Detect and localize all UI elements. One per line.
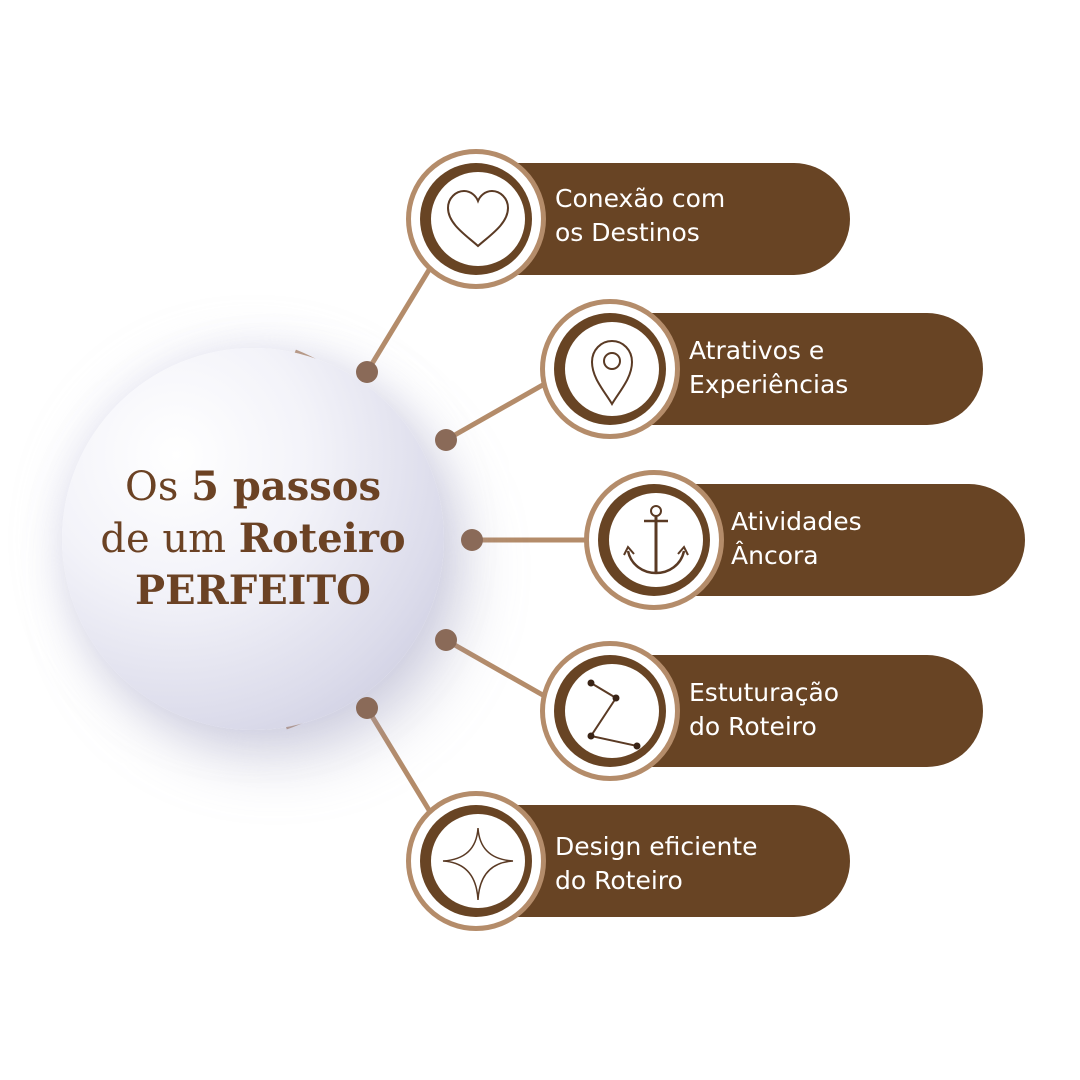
step-3-label: Atividades Âncora — [731, 505, 862, 573]
title-line-3: PERFEITO — [135, 565, 371, 617]
step-5-label: Design eficiente do Roteiro — [555, 830, 758, 898]
title-text: Os — [125, 464, 192, 510]
connector-dot-3 — [461, 529, 483, 551]
step-5-disc — [420, 805, 532, 917]
anchor-icon — [623, 505, 689, 575]
title-emphasis: 5 passos — [191, 463, 381, 510]
title-emphasis: Roteiro — [238, 515, 406, 562]
step-4-label-line-2: do Roteiro — [689, 712, 817, 741]
heart-icon — [446, 189, 510, 248]
step-3-label-line-1: Atividades — [731, 507, 862, 536]
spoke-2 — [444, 379, 550, 443]
spoke-4 — [444, 637, 550, 701]
title-emphasis: PERFEITO — [134, 567, 371, 614]
step-4-icon-circle — [565, 664, 659, 758]
step-3-icon-circle — [609, 493, 703, 587]
title-text: de um — [100, 516, 239, 562]
step-1-label: Conexão com os Destinos — [555, 182, 725, 250]
step-1-disc — [420, 163, 532, 275]
title-line-2: de um Roteiro — [100, 513, 405, 565]
map-pin-icon — [590, 339, 634, 406]
step-5-label-line-2: do Roteiro — [555, 866, 683, 895]
title-line-1: Os 5 passos — [125, 461, 381, 513]
connector-dot-4 — [435, 629, 457, 651]
center-title: Os 5 passos de um Roteiro PERFEITO — [62, 348, 444, 730]
step-1-label-line-2: os Destinos — [555, 218, 700, 247]
step-1-label-line-1: Conexão com — [555, 184, 726, 213]
step-4-label-line-1: Estuturação — [689, 678, 840, 707]
step-3-label-line-2: Âncora — [731, 541, 819, 570]
step-2-label-line-1: Atrativos e — [689, 336, 825, 365]
step-2-label-line-2: Experiências — [689, 370, 849, 399]
center-sphere — [62, 348, 444, 730]
step-5-label-line-1: Design eficiente — [555, 832, 758, 861]
connector-dot-1 — [356, 361, 378, 383]
spoke-5 — [364, 706, 435, 817]
step-1-icon-circle — [431, 172, 525, 266]
step-3-disc — [598, 484, 710, 596]
step-2-label: Atrativos e Experiências — [689, 334, 848, 402]
sparkle-icon — [442, 827, 514, 901]
step-5-icon-circle — [431, 814, 525, 908]
step-2-disc — [554, 313, 666, 425]
step-4-label: Estuturação do Roteiro — [689, 676, 839, 744]
step-4-disc — [554, 655, 666, 767]
connector-dot-2 — [435, 429, 457, 451]
step-2-icon-circle — [565, 322, 659, 416]
route-path-icon — [587, 679, 641, 750]
connector-dot-5 — [356, 697, 378, 719]
spoke-1 — [364, 263, 435, 374]
